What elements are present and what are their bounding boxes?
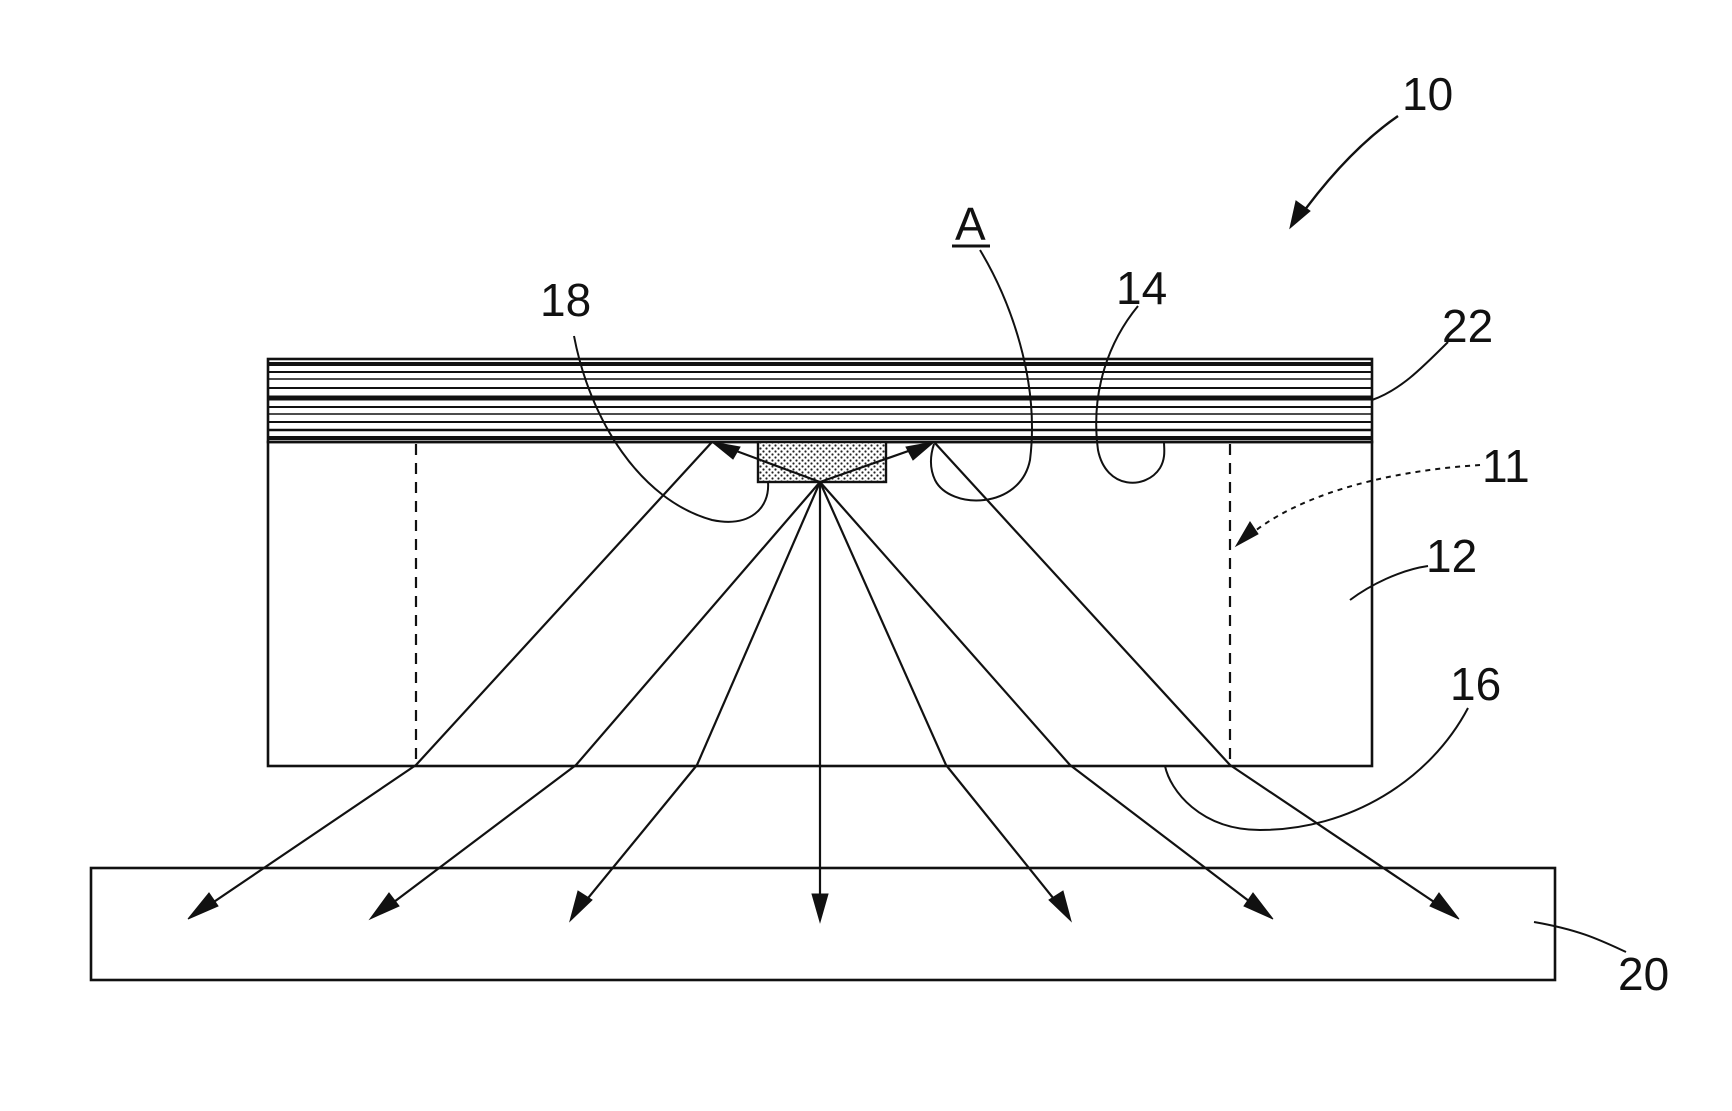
label-10: 10 bbox=[1402, 68, 1453, 120]
ray-line bbox=[934, 442, 1230, 765]
label-20: 20 bbox=[1618, 948, 1669, 1000]
arrowheads bbox=[188, 442, 1459, 922]
ray-line bbox=[416, 442, 712, 765]
ray-line bbox=[576, 482, 820, 765]
leader-12 bbox=[1350, 566, 1428, 600]
arrowhead bbox=[188, 893, 218, 919]
arrowhead bbox=[1244, 893, 1273, 919]
leader-22 bbox=[1372, 342, 1448, 400]
label-14: 14 bbox=[1116, 262, 1167, 314]
ray-line bbox=[820, 482, 1070, 765]
chip-18 bbox=[758, 442, 886, 482]
ray-line bbox=[697, 482, 820, 765]
arrowhead bbox=[1236, 522, 1258, 546]
label-16: 16 bbox=[1450, 658, 1501, 710]
label-11: 11 bbox=[1482, 440, 1530, 492]
ray-line bbox=[1230, 765, 1452, 914]
reference-labels: 10 A 18 14 22 11 12 16 20 bbox=[540, 68, 1669, 1000]
leader-10 bbox=[1296, 116, 1398, 222]
ray-line bbox=[820, 482, 946, 765]
arrowhead bbox=[906, 442, 934, 460]
arrowhead bbox=[1430, 893, 1459, 919]
ray-line bbox=[1070, 765, 1266, 914]
layer-stack-22 bbox=[268, 359, 1372, 442]
light-rays bbox=[196, 442, 1452, 918]
leader-16 bbox=[1165, 708, 1468, 830]
arrowhead bbox=[1290, 201, 1310, 228]
ray-line bbox=[378, 765, 576, 914]
label-12: 12 bbox=[1426, 530, 1477, 582]
arrowhead bbox=[712, 442, 740, 459]
leader-20 bbox=[1534, 922, 1626, 952]
ray-line bbox=[946, 765, 1066, 914]
arrowhead bbox=[812, 894, 828, 922]
target-20 bbox=[91, 868, 1555, 980]
ray-line bbox=[575, 765, 697, 914]
leader-11 bbox=[1244, 465, 1480, 540]
arrowhead bbox=[370, 893, 399, 919]
ray-line bbox=[196, 765, 416, 914]
label-A: A bbox=[955, 198, 986, 250]
arrowhead bbox=[570, 891, 592, 921]
label-22: 22 bbox=[1442, 300, 1493, 352]
label-18: 18 bbox=[540, 274, 591, 326]
dashed-boundary-11 bbox=[416, 444, 1230, 764]
